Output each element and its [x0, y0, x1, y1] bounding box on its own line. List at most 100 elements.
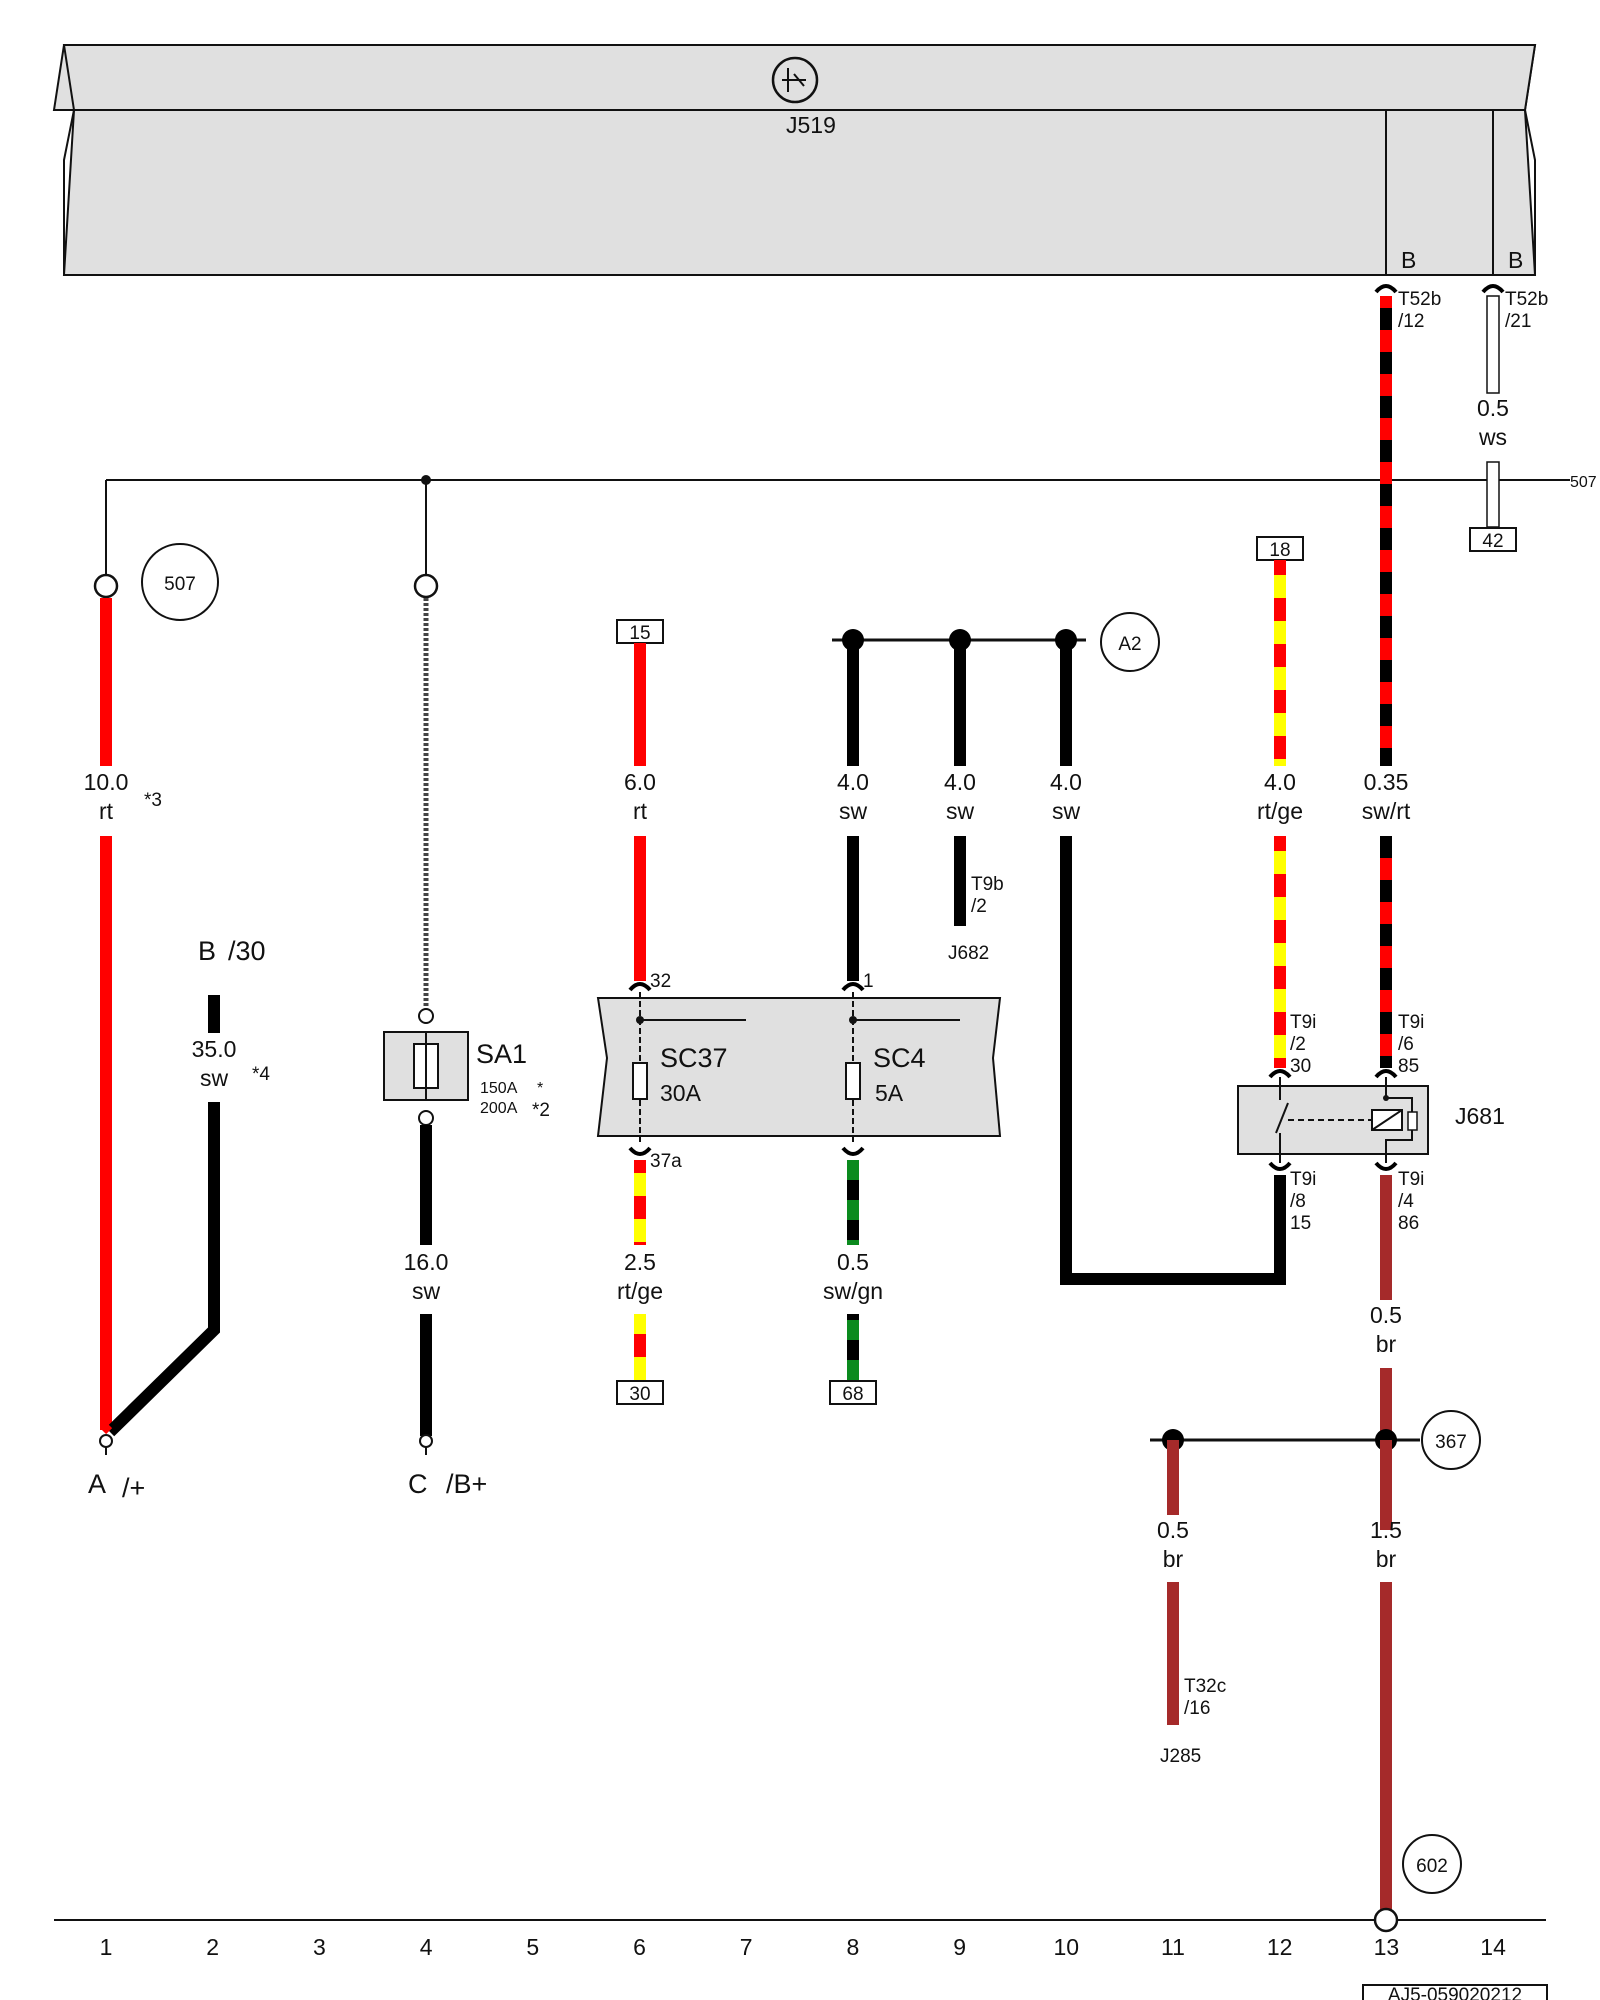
- sc37-amp: 30A: [660, 1080, 702, 1106]
- ref-circle-367: [1421, 1410, 1481, 1470]
- wire-6-top[interactable]: [634, 643, 646, 766]
- wire-1-bottom[interactable]: [100, 836, 112, 1430]
- ref-circle-a2: [1100, 612, 1160, 672]
- wire-11-color: br: [1163, 1546, 1184, 1572]
- terminal-507[interactable]: [93, 573, 119, 599]
- wire-8-top[interactable]: [847, 640, 859, 766]
- wire-12-top[interactable]: [1274, 560, 1286, 766]
- wire-6a-color: rt: [633, 798, 648, 824]
- ref-box-30: [616, 1380, 664, 1405]
- ref-circle-507: [141, 543, 219, 621]
- wire-10-top[interactable]: [1060, 640, 1072, 766]
- wire-11-size: 0.5: [1157, 1517, 1189, 1543]
- t9i-6-name: T9i: [1398, 1012, 1424, 1033]
- ruler-number-10: 10: [1054, 1934, 1080, 1960]
- sc-pin-32: 32: [650, 971, 671, 992]
- sa1-rating-2: 200A: [480, 1100, 518, 1117]
- t9i-4-term: 86: [1398, 1213, 1419, 1234]
- terminal-sa1-top[interactable]: [413, 573, 439, 599]
- sc-pin-37a: 37a: [650, 1151, 682, 1172]
- ruler-number-13: 13: [1374, 1934, 1400, 1960]
- ref-a-letter: A: [88, 1469, 106, 1499]
- relay-j681[interactable]: [1237, 1077, 1429, 1163]
- t9i-8-pin: /8: [1290, 1191, 1306, 1212]
- wire-4-bottom[interactable]: [420, 1314, 432, 1436]
- wire-4-middle[interactable]: [420, 1125, 432, 1245]
- wire-9-bottom[interactable]: [954, 836, 966, 926]
- wire-11-bottom[interactable]: [1167, 1582, 1179, 1725]
- wire-2-top[interactable]: [208, 995, 220, 1033]
- terminal-a[interactable]: [99, 1434, 113, 1448]
- ruler-number-14: 14: [1480, 1934, 1506, 1960]
- wire-12-size: 4.0: [1264, 769, 1296, 795]
- fuse-sc37-icon: [632, 1062, 648, 1100]
- j285-label: J285: [1160, 1746, 1201, 1767]
- wire-8-bottom[interactable]: [847, 1314, 859, 1380]
- ref-507-label: 507: [164, 574, 196, 595]
- j285-pin-name: T32c: [1184, 1676, 1226, 1697]
- wire-1-size: 10.0: [84, 769, 129, 795]
- diagram-id-box: [1362, 1984, 1548, 2000]
- ref-18-label: 18: [1269, 540, 1290, 561]
- wire-13-middle[interactable]: [1380, 836, 1392, 1068]
- wire-2-note: *4: [252, 1064, 270, 1085]
- wire-11-top[interactable]: [1167, 1440, 1179, 1515]
- wire-8b-color: sw/gn: [823, 1278, 883, 1304]
- wire-6-middle[interactable]: [634, 836, 646, 981]
- wire-6-bottom[interactable]: [634, 1314, 646, 1380]
- wire-9-size: 4.0: [944, 769, 976, 795]
- t9i-8-name: T9i: [1290, 1169, 1316, 1190]
- wire-10-bottom[interactable]: [1060, 836, 1286, 1285]
- ref-b30-label: /30: [228, 936, 266, 966]
- wire-6a-size: 6.0: [624, 769, 656, 795]
- control-unit-j519[interactable]: J519: [52, 44, 1537, 276]
- j519-label: J519: [786, 112, 836, 138]
- wire-14-top[interactable]: [1486, 295, 1500, 394]
- t52b-21-name: T52b: [1505, 289, 1548, 310]
- wire-14-bottom[interactable]: [1486, 461, 1500, 528]
- ruler-number-7: 7: [740, 1934, 753, 1960]
- ref-c-label: /B+: [446, 1469, 487, 1499]
- ruler-number-6: 6: [633, 1934, 646, 1960]
- ruler-number-8: 8: [847, 1934, 860, 1960]
- wire-12-bottom[interactable]: [1274, 836, 1286, 1068]
- j682-pin-name: T9b: [971, 874, 1004, 895]
- ground-point-602[interactable]: [1373, 1907, 1399, 1933]
- wire-6b-color: rt/ge: [617, 1278, 663, 1304]
- wire-12-color: rt/ge: [1257, 798, 1303, 824]
- wire-8-middle[interactable]: [847, 836, 859, 981]
- j682-pin-no: /2: [971, 896, 987, 917]
- ruler-number-9: 9: [953, 1934, 966, 1960]
- ref-box-42: [1469, 527, 1517, 552]
- wire-13-ground-top[interactable]: [1380, 1440, 1392, 1515]
- wire-13-lower[interactable]: [1380, 1175, 1392, 1300]
- sa1-label: SA1: [476, 1039, 527, 1069]
- wire-10-color: sw: [1052, 798, 1081, 824]
- sa1-note-1: *: [537, 1080, 543, 1097]
- terminal-c[interactable]: [419, 1434, 433, 1448]
- ref-602-label: 602: [1416, 1856, 1448, 1877]
- wire-9-color: sw: [946, 798, 975, 824]
- wire-13-ground-bottom[interactable]: [1380, 1582, 1392, 1910]
- wire-1-top[interactable]: [100, 598, 112, 766]
- wire-2-size: 35.0: [192, 1036, 237, 1062]
- t9i-2-name: T9i: [1290, 1012, 1316, 1033]
- t52b-12-header: B: [1401, 247, 1416, 273]
- wire-6-lower[interactable]: [634, 1160, 646, 1245]
- wire-8-lower[interactable]: [847, 1160, 859, 1245]
- t52b-21-header: B: [1508, 247, 1523, 273]
- sc4-amp: 5A: [875, 1080, 904, 1106]
- fuse-sc4-icon: [845, 1062, 861, 1100]
- sa1-rating-1: 150A: [480, 1080, 518, 1097]
- wire-8b-size: 0.5: [837, 1249, 869, 1275]
- j285-pin-no: /16: [1184, 1698, 1210, 1719]
- t9i-2-term: 30: [1290, 1056, 1311, 1077]
- sensor-symbol-icon: [771, 56, 819, 104]
- wire-2-bottom[interactable]: [105, 1102, 220, 1437]
- relay-switch-icon: [1275, 1102, 1289, 1134]
- wire-9-top[interactable]: [954, 640, 966, 766]
- ruler-number-5: 5: [526, 1934, 539, 1960]
- t52b-21-pin: /21: [1505, 311, 1531, 332]
- fuse-carrier-sc[interactable]: SC37 30A SC4 5A: [596, 992, 1002, 1142]
- wire-13-top[interactable]: [1380, 296, 1392, 766]
